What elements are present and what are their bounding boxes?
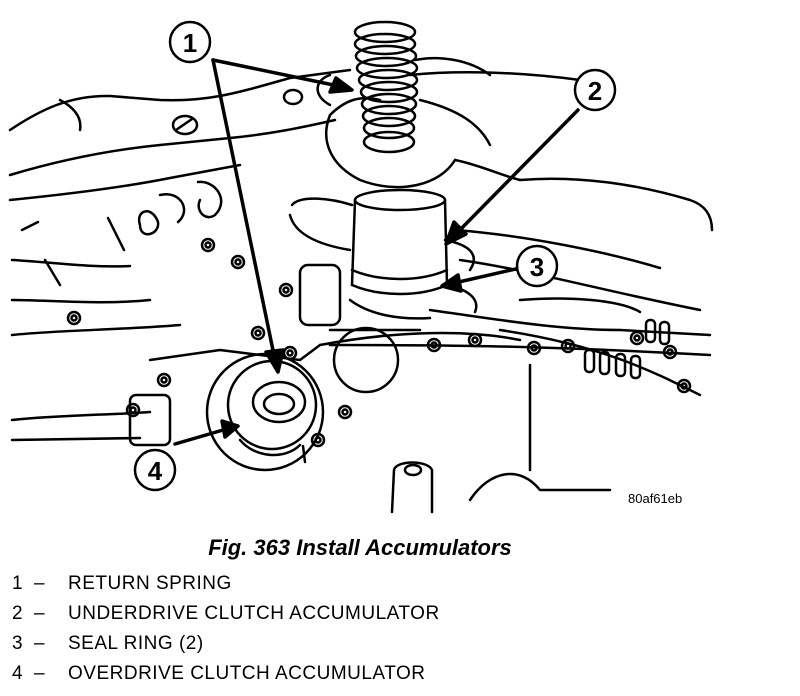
legend-label: RETURN SPRING	[68, 573, 232, 594]
legend-item: 4– OVERDRIVE CLUTCH ACCUMULATOR	[12, 659, 440, 689]
callout-2: 2	[573, 68, 617, 112]
return-spring	[353, 20, 419, 154]
callout-2-label: 2	[588, 76, 602, 106]
accumulator-install-illustration: 1 2 3 4	[8, 20, 714, 514]
legend-item: 2– UNDERDRIVE CLUTCH ACCUMULATOR	[12, 599, 440, 629]
callout-4: 4	[133, 448, 177, 492]
legend-separator: –	[34, 633, 46, 654]
overdrive-accumulator-bore	[205, 352, 325, 472]
legend-separator: –	[34, 663, 46, 684]
legend-number: 2	[12, 603, 24, 624]
legend-label: SEAL RING (2)	[68, 633, 204, 654]
legend-number: 4	[12, 663, 24, 684]
hand-lower	[288, 197, 478, 320]
legend-separator: –	[34, 603, 46, 624]
legend-separator: –	[34, 573, 46, 594]
legend-label: UNDERDRIVE CLUTCH ACCUMULATOR	[68, 603, 440, 624]
legend-label: OVERDRIVE CLUTCH ACCUMULATOR	[68, 663, 426, 684]
leader-lines	[173, 58, 580, 446]
underdrive-accumulator-piston	[350, 188, 449, 296]
figure-caption: Fig. 363 Install Accumulators	[208, 535, 512, 560]
callout-3-label: 3	[530, 252, 544, 282]
legend-list: 1–RETURN SPRING 2–UNDERDRIVE CLUTCH ACCU…	[12, 569, 440, 689]
callout-4-label: 4	[148, 456, 163, 486]
casting-numerals	[20, 180, 223, 287]
figure-code: 80af61eb	[628, 491, 683, 506]
legend-item: 1– RETURN SPRING	[12, 569, 440, 599]
legend-number: 3	[12, 633, 24, 654]
callout-1: 1	[168, 20, 212, 64]
callout-1-label: 1	[183, 28, 197, 58]
callout-3: 3	[515, 244, 559, 288]
legend-number: 1	[12, 573, 24, 594]
case-right-outline	[328, 71, 714, 397]
valve-body-plate	[66, 237, 692, 448]
transmission-case-outline	[8, 68, 352, 442]
hand-upper	[316, 56, 522, 189]
lower-components	[301, 363, 612, 514]
legend-item: 3– SEAL RING (2)	[12, 629, 440, 659]
